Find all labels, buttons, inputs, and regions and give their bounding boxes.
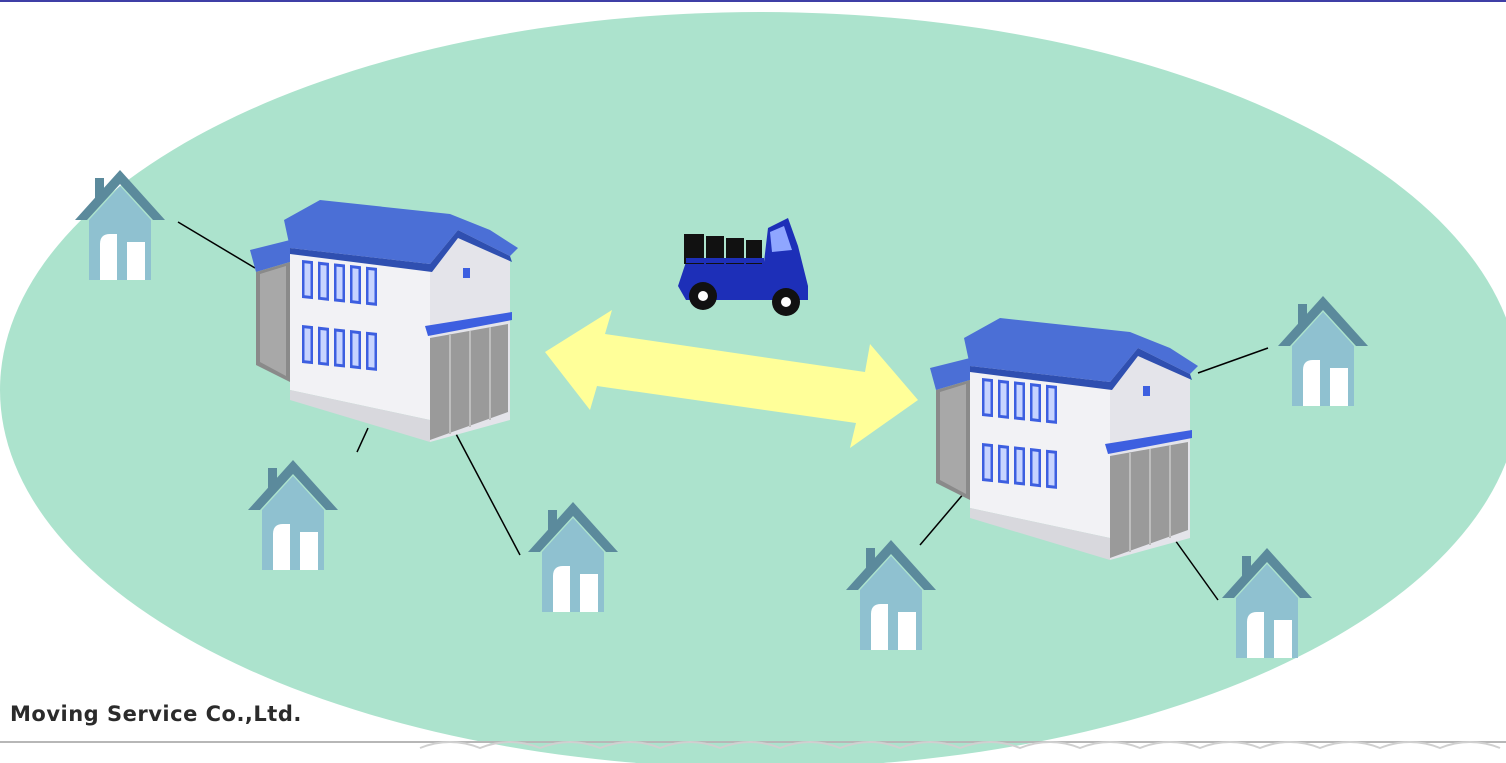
truck-icon (678, 218, 808, 316)
bottom-wave (419, 741, 1501, 750)
double-arrow-icon (545, 310, 918, 448)
company-name: Moving Service Co.,Ltd. (10, 702, 302, 726)
connector-lines (177, 221, 1269, 601)
